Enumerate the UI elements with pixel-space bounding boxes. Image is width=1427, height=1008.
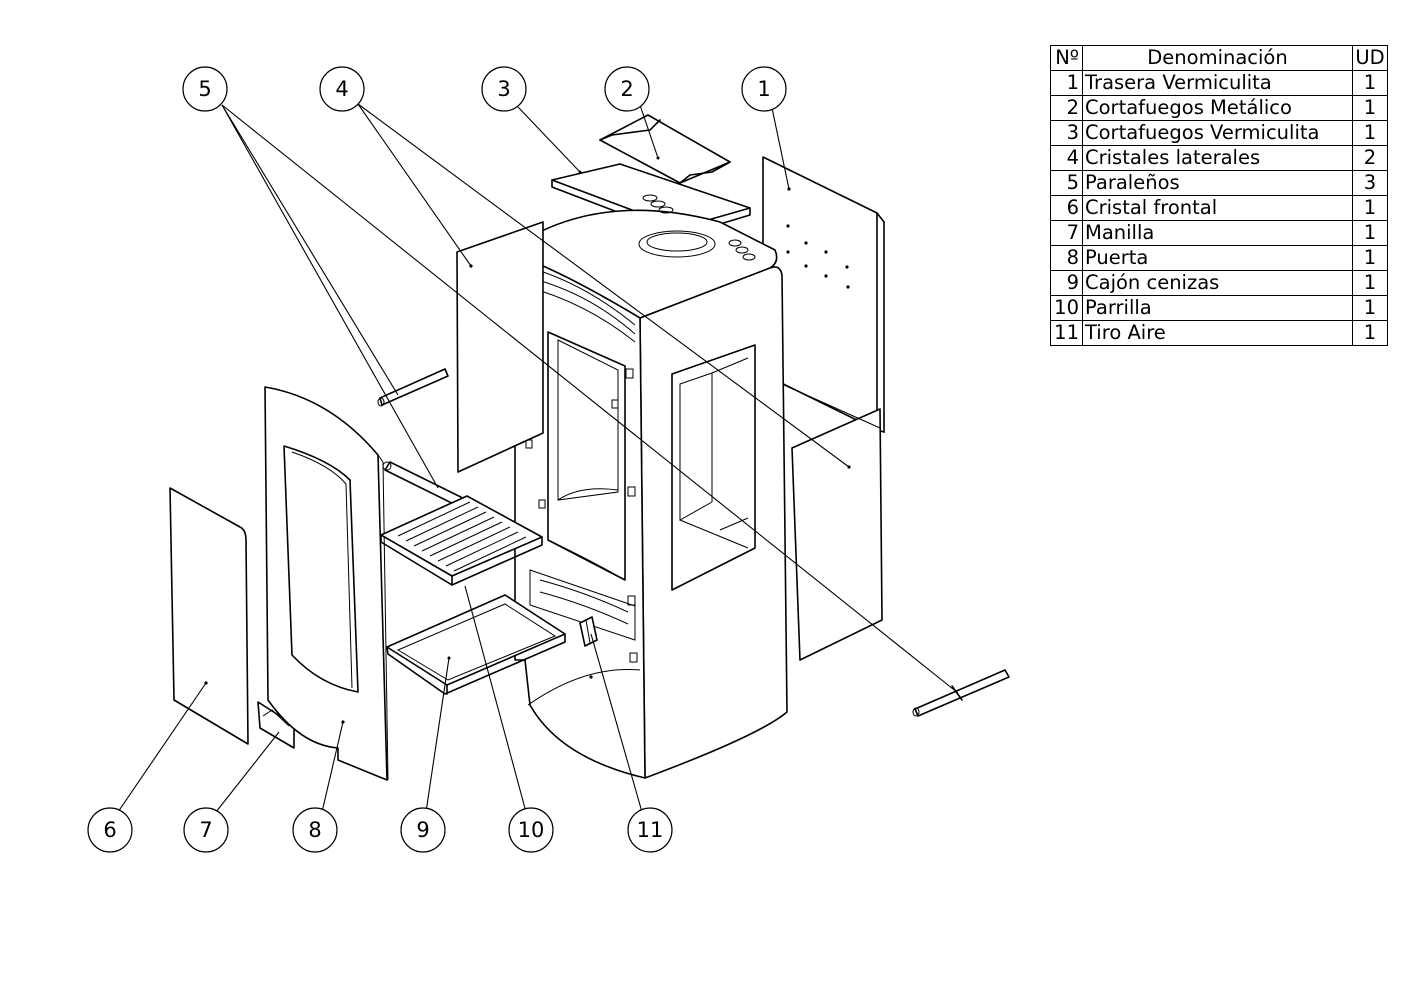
row-number: 10 [1050, 295, 1083, 321]
row-units: 1 [1352, 195, 1388, 221]
row-denomination: Puerta [1082, 245, 1353, 271]
row-units: 1 [1352, 270, 1388, 296]
balloon-7: 7 [183, 807, 229, 853]
balloon-label: 6 [103, 818, 116, 842]
row-denomination: Cortafuegos Vermiculita [1082, 120, 1353, 146]
balloon-label: 2 [620, 77, 633, 101]
row-units: 1 [1352, 220, 1388, 246]
row-units: 3 [1352, 170, 1388, 196]
balloon-label: 8 [308, 818, 321, 842]
table-row: 9 Cajón cenizas 1 [1050, 270, 1388, 296]
row-denomination: Trasera Vermiculita [1082, 70, 1353, 96]
balloon-8: 8 [292, 807, 338, 853]
stove-body [514, 194, 788, 779]
row-denomination: Cristal frontal [1082, 195, 1353, 221]
row-denomination: Cajón cenizas [1082, 270, 1353, 296]
part-metal-baffle [599, 114, 731, 184]
bom-header-row: Nº Denominación UD [1050, 45, 1388, 71]
table-row: 10 Parrilla 1 [1050, 295, 1388, 321]
balloon-label: 1 [757, 77, 770, 101]
balloon-2: 2 [604, 66, 650, 112]
row-units: 1 [1352, 320, 1388, 346]
part-side-glasses [456, 221, 883, 661]
row-number: 6 [1050, 195, 1083, 221]
balloon-label: 9 [416, 818, 429, 842]
balloon-6: 6 [87, 807, 133, 853]
row-number: 3 [1050, 120, 1083, 146]
row-units: 1 [1352, 95, 1388, 121]
table-row: 1 Trasera Vermiculita 1 [1050, 70, 1388, 96]
table-row: 5 Paraleños 3 [1050, 170, 1388, 196]
row-number: 4 [1050, 145, 1083, 171]
balloon-1: 1 [741, 66, 787, 112]
row-denomination: Tiro Aire [1082, 320, 1353, 346]
balloon-10: 10 [508, 807, 554, 853]
table-row: 4 Cristales laterales 2 [1050, 145, 1388, 171]
header-denomination: Denominación [1082, 45, 1353, 71]
leader-lines [117, 103, 959, 813]
row-number: 5 [1050, 170, 1083, 196]
part-grate [380, 495, 543, 586]
balloon-4: 4 [319, 66, 365, 112]
row-denomination: Parrilla [1082, 295, 1353, 321]
table-row: 2 Cortafuegos Metálico 1 [1050, 95, 1388, 121]
table-row: 8 Puerta 1 [1050, 245, 1388, 271]
header-number: Nº [1050, 45, 1083, 71]
balloon-label: 10 [518, 818, 545, 842]
balloon-11: 11 [627, 807, 673, 853]
balloon-5: 5 [182, 66, 228, 112]
balloon-label: 7 [199, 818, 212, 842]
part-door [264, 386, 389, 781]
row-units: 2 [1352, 145, 1388, 171]
part-front-glass [169, 487, 249, 745]
row-number: 7 [1050, 220, 1083, 246]
table-row: 7 Manilla 1 [1050, 220, 1388, 246]
table-row: 6 Cristal frontal 1 [1050, 195, 1388, 221]
row-number: 9 [1050, 270, 1083, 296]
row-denomination: Manilla [1082, 220, 1353, 246]
balloon-label: 11 [637, 818, 664, 842]
balloon-9: 9 [400, 807, 446, 853]
balloon-3: 3 [481, 66, 527, 112]
row-denomination: Cristales laterales [1082, 145, 1353, 171]
row-number: 8 [1050, 245, 1083, 271]
row-number: 1 [1050, 70, 1083, 96]
table-row: 3 Cortafuegos Vermiculita 1 [1050, 120, 1388, 146]
part-ash-drawer [386, 594, 566, 695]
balloon-label: 3 [497, 77, 510, 101]
row-denomination: Paraleños [1082, 170, 1353, 196]
row-units: 1 [1352, 70, 1388, 96]
row-units: 1 [1352, 295, 1388, 321]
bill-of-materials-table: Nº Denominación UD 1 Trasera Vermiculita… [1050, 45, 1388, 346]
row-number: 2 [1050, 95, 1083, 121]
row-units: 1 [1352, 245, 1388, 271]
row-denomination: Cortafuegos Metálico [1082, 95, 1353, 121]
table-row: 11 Tiro Aire 1 [1050, 320, 1388, 346]
header-units: UD [1352, 45, 1388, 71]
row-number: 11 [1050, 320, 1083, 346]
balloon-label: 4 [335, 77, 348, 101]
balloon-label: 5 [198, 77, 211, 101]
row-units: 1 [1352, 120, 1388, 146]
